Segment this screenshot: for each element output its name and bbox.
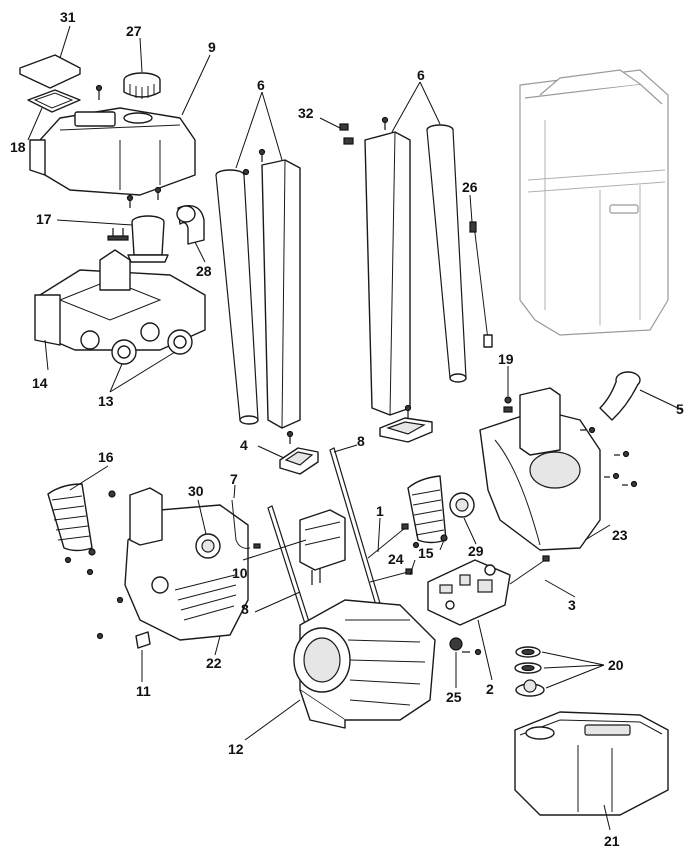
screws-6 <box>242 116 412 444</box>
callout-5: 5 <box>676 401 684 417</box>
duct-part-17 <box>127 215 169 263</box>
bottom-housing-part-21 <box>514 711 669 816</box>
seal-part-20b <box>514 662 542 674</box>
clip-part-11 <box>135 631 151 649</box>
callout-31: 31 <box>60 9 76 25</box>
ring-part-13a <box>111 339 137 365</box>
callout-11: 11 <box>136 683 151 699</box>
callout-17: 17 <box>36 211 52 227</box>
callout-6-left: 6 <box>257 77 265 93</box>
bearing-part-30 <box>195 533 221 559</box>
cable-part-7 <box>231 499 261 549</box>
callout-2: 2 <box>486 681 494 697</box>
callout-23: 23 <box>612 527 628 543</box>
callout-25: 25 <box>446 689 462 705</box>
filter-part-18 <box>27 89 81 113</box>
motor-housing-part-12 <box>293 599 436 729</box>
callout-9: 9 <box>208 39 216 55</box>
callout-16: 16 <box>98 449 114 465</box>
screws-17 <box>107 228 129 241</box>
knob-part-27 <box>123 72 161 99</box>
callout-27: 27 <box>126 23 142 39</box>
callout-labels: 31 27 9 18 6 32 6 26 17 28 14 13 19 5 4 … <box>10 9 684 849</box>
side-housing-part-22 <box>124 487 249 641</box>
callout-13: 13 <box>98 393 114 409</box>
grille-part-15 <box>407 475 448 544</box>
callout-7: 7 <box>230 471 238 487</box>
screws-22 <box>86 490 124 640</box>
top-cover-part-9 <box>29 107 196 196</box>
callout-10: 10 <box>232 565 248 581</box>
foot-pad-part-4a <box>279 447 319 475</box>
cable-part-3 <box>509 555 550 585</box>
callout-12: 12 <box>228 741 244 757</box>
elbow-part-28 <box>176 205 205 245</box>
bracket-part-10 <box>299 509 346 585</box>
callout-26: 26 <box>462 179 478 195</box>
circuit-board-part-2 <box>427 559 511 626</box>
lid-part-31 <box>19 54 81 89</box>
seal-part-20a <box>515 646 541 658</box>
callout-22: 22 <box>206 655 222 671</box>
seal-part-20c <box>515 679 545 697</box>
callout-24: 24 <box>388 551 404 567</box>
callout-18: 18 <box>10 139 26 155</box>
callout-28: 28 <box>196 263 212 279</box>
screws-23 <box>580 426 638 488</box>
grommet-part-25 <box>449 637 463 651</box>
callout-32: 32 <box>298 105 314 121</box>
square-post-part-6c <box>364 131 411 416</box>
square-post-part-6b <box>261 159 301 429</box>
screw-part-19 <box>503 396 513 413</box>
callout-14: 14 <box>32 375 48 391</box>
callout-6-right: 6 <box>417 67 425 83</box>
clip-part-32 <box>339 123 354 145</box>
callout-29: 29 <box>468 543 484 559</box>
callout-8-upper: 8 <box>357 433 365 449</box>
elbow-part-5 <box>599 371 641 421</box>
tank-ghost-outline <box>519 69 669 336</box>
screws-12 <box>412 541 482 656</box>
callout-15: 15 <box>418 545 434 561</box>
cable-part-24 <box>369 568 413 583</box>
round-tube-part-6a <box>215 169 259 425</box>
round-tube-part-6d <box>426 124 467 383</box>
base-frame-part-14 <box>34 249 206 351</box>
cable-part-1 <box>367 523 409 559</box>
screws-top <box>95 84 162 208</box>
callout-8-lower: 8 <box>241 601 249 617</box>
bearing-part-29 <box>449 492 475 518</box>
callout-30: 30 <box>188 483 204 499</box>
callout-3: 3 <box>568 597 576 613</box>
ring-part-13b <box>167 329 193 355</box>
foot-pad-part-4b <box>379 417 433 443</box>
callout-21: 21 <box>604 833 620 849</box>
leader-lines <box>27 25 683 831</box>
side-housing-part-23 <box>479 387 601 551</box>
callout-19: 19 <box>498 351 514 367</box>
callout-4: 4 <box>240 437 248 453</box>
callout-1: 1 <box>376 503 384 519</box>
callout-20: 20 <box>608 657 624 673</box>
grille-part-16 <box>47 483 96 564</box>
cable-part-26 <box>469 221 493 348</box>
